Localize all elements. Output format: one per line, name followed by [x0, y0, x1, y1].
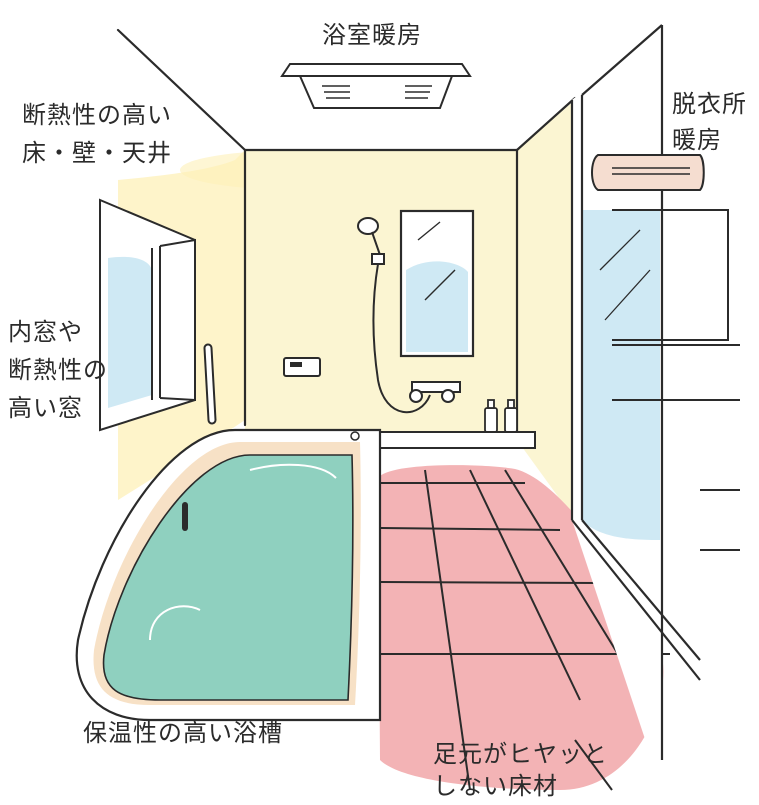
label-line: 脱衣所: [672, 90, 747, 118]
label-dressing-room-heating: 脱衣所 暖房: [672, 86, 747, 158]
inner-window: [99, 198, 196, 432]
label-line: 床・壁・天井: [22, 139, 172, 167]
right-wall: [517, 100, 575, 520]
label-warm-floor: 足元がヒヤッと しない床材: [433, 738, 608, 802]
label-line: 暖房: [672, 126, 722, 154]
grab-bar-fill: [205, 345, 215, 423]
label-bathroom-heater: 浴室暖房: [322, 21, 422, 49]
label-line: 断熱性の: [8, 356, 108, 384]
label-insulated-surfaces: 断熱性の高い 床・壁・天井: [22, 96, 172, 172]
bathtub: [75, 428, 382, 722]
label-line: 高い窓: [8, 394, 83, 422]
glass-door: [570, 24, 701, 790]
mirror: [399, 209, 475, 358]
dressing-room-cabinet: [612, 209, 740, 551]
shower: [357, 217, 461, 414]
bath-shelf: [379, 431, 536, 449]
room-lines: [116, 28, 577, 442]
label-insulated-bathtub: 保温性の高い浴槽: [83, 719, 283, 747]
dressing-room-heater: [591, 154, 705, 191]
label-line: 断熱性の高い: [22, 101, 172, 129]
bathroom-heater: [280, 63, 472, 109]
label-inner-window: 内窓や 断熱性の 高い窓: [8, 313, 108, 427]
label-line: 足元がヒヤッと: [433, 740, 608, 768]
label-line: しない床材: [433, 772, 558, 800]
label-line: 内窓や: [8, 318, 83, 346]
